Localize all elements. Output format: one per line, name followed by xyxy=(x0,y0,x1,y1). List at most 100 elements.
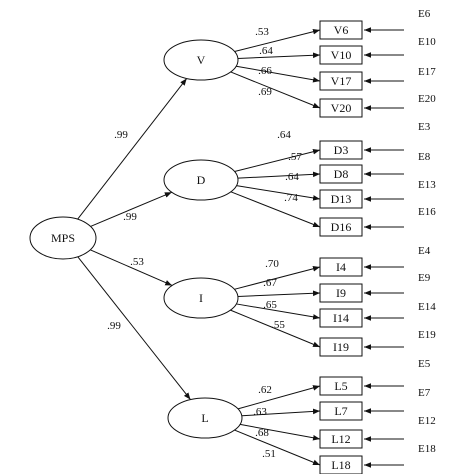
indicator-i19-label: I19 xyxy=(333,340,349,354)
error-e16-label: E16 xyxy=(418,206,436,218)
indicator-v17-box xyxy=(319,71,363,91)
indicator-d13-box xyxy=(319,189,363,209)
path-l-to-l18 xyxy=(234,429,321,466)
indicator-v10-box xyxy=(319,45,363,65)
loading-i-i9: .67 xyxy=(263,277,277,289)
path-i-to-i14 xyxy=(236,303,321,320)
indicator-l5-box xyxy=(319,376,363,396)
error-e9-label: E9 xyxy=(418,272,431,284)
path-i-to-i4 xyxy=(234,266,321,290)
loading-l-l18: .51 xyxy=(262,448,276,460)
path-d-to-d13 xyxy=(236,185,321,201)
indicator-l18-box xyxy=(319,455,363,474)
indicator-i14-box xyxy=(319,308,363,328)
loading-i-i14: .65 xyxy=(263,299,277,311)
path-d-to-d8 xyxy=(237,171,321,179)
factor-l-node xyxy=(167,397,243,439)
indicator-i9-label: I9 xyxy=(336,286,346,300)
loading-mps-d: .99 xyxy=(123,211,137,223)
path-mps-to-d xyxy=(90,191,172,227)
indicator-d16-label: D16 xyxy=(331,220,352,234)
indicator-v6-label: V6 xyxy=(334,23,349,37)
loading-d-d13: .64 xyxy=(285,171,299,183)
loading-l-l7: .63 xyxy=(253,406,267,418)
loading-mps-v: .99 xyxy=(114,129,128,141)
path-v-to-v10 xyxy=(237,52,321,59)
error-e10-label: E10 xyxy=(418,36,436,48)
loading-v-v10: .64 xyxy=(259,45,273,57)
indicator-v20-box xyxy=(319,98,363,118)
indicator-d3-box xyxy=(319,140,363,160)
factor-i-node xyxy=(163,277,239,319)
error-e5-label: E5 xyxy=(418,358,431,370)
indicator-l7-box xyxy=(319,401,363,421)
loading-l-l5: .62 xyxy=(258,384,272,396)
factor-d-label: D xyxy=(197,173,206,187)
indicator-v17-label: V17 xyxy=(331,74,352,88)
indicator-i9-box xyxy=(319,283,363,303)
indicator-l18-label: L18 xyxy=(331,458,350,472)
indicator-i14-label: I14 xyxy=(333,311,349,325)
indicator-d13-label: D13 xyxy=(331,192,352,206)
loading-v-v20: .69 xyxy=(258,86,272,98)
error-e7-label: E7 xyxy=(418,387,431,399)
indicator-d3-label: D3 xyxy=(334,143,349,157)
loading-mps-i: .53 xyxy=(130,256,144,268)
indicator-d8-label: D8 xyxy=(334,167,349,181)
error-e3-label: E3 xyxy=(418,121,431,133)
path-mps-to-v xyxy=(77,78,188,220)
indicator-l5-label: L5 xyxy=(334,379,347,393)
loading-v-v6: .53 xyxy=(255,26,269,38)
error-e18-label: E18 xyxy=(418,443,436,455)
indicator-l7-label: L7 xyxy=(334,404,347,418)
factor-v-label: V xyxy=(197,53,206,67)
mps-label: MPS xyxy=(51,231,75,245)
error-e4-label: E4 xyxy=(418,245,431,257)
path-d-to-d16 xyxy=(230,191,321,228)
path-l-to-l12 xyxy=(239,423,321,441)
loading-d-d8: .57 xyxy=(288,151,302,163)
indicator-d16-box xyxy=(319,217,363,237)
path-mps-to-i xyxy=(90,249,173,286)
indicator-d8-box xyxy=(319,164,363,184)
factor-i-label: I xyxy=(199,291,203,305)
indicator-i19-box xyxy=(319,337,363,357)
mps-node xyxy=(29,216,97,260)
error-e19-label: E19 xyxy=(418,329,436,341)
loading-v-v17: .66 xyxy=(258,65,272,77)
error-e17-label: E17 xyxy=(418,66,436,78)
indicator-i4-box xyxy=(319,257,363,277)
path-v-to-v20 xyxy=(230,71,321,109)
path-d-to-d3 xyxy=(234,148,321,173)
path-v-to-v17 xyxy=(236,65,321,83)
error-e12-label: E12 xyxy=(418,415,436,427)
indicator-i4-label: I4 xyxy=(336,260,346,274)
path-l-to-l5 xyxy=(237,385,321,410)
loading-l-l12: .68 xyxy=(255,427,269,439)
loading-i-i4: .70 xyxy=(265,258,279,270)
factor-l-label: L xyxy=(201,411,208,425)
loading-mps-l: .99 xyxy=(107,320,121,332)
indicator-v10-label: V10 xyxy=(331,48,352,62)
indicator-l12-box xyxy=(319,429,363,449)
indicator-v20-label: V20 xyxy=(331,101,352,115)
factor-v-node xyxy=(163,39,239,81)
loading-d-d16: .74 xyxy=(284,192,298,204)
path-mps-to-l xyxy=(77,256,191,400)
path-i-to-i19 xyxy=(230,309,321,348)
error-e6-label: E6 xyxy=(418,8,431,20)
path-v-to-v6 xyxy=(234,28,321,53)
indicator-l12-label: L12 xyxy=(331,432,350,446)
error-e14-label: E14 xyxy=(418,301,436,313)
factor-d-node xyxy=(163,159,239,201)
path-i-to-i9 xyxy=(237,290,321,297)
loading-d-d3: .64 xyxy=(277,129,291,141)
error-e20-label: E20 xyxy=(418,93,436,105)
error-e13-label: E13 xyxy=(418,179,436,191)
indicator-v6-box xyxy=(319,20,363,40)
path-l-to-l7 xyxy=(241,408,321,417)
error-e8-label: E8 xyxy=(418,151,431,163)
loading-i-i19: .55 xyxy=(271,319,285,331)
